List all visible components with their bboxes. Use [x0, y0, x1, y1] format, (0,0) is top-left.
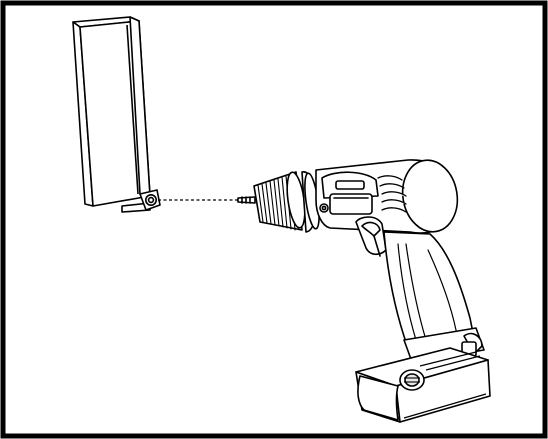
drill-icon	[237, 159, 485, 363]
bracket-icon	[72, 16, 161, 213]
battery-icon	[355, 347, 491, 423]
